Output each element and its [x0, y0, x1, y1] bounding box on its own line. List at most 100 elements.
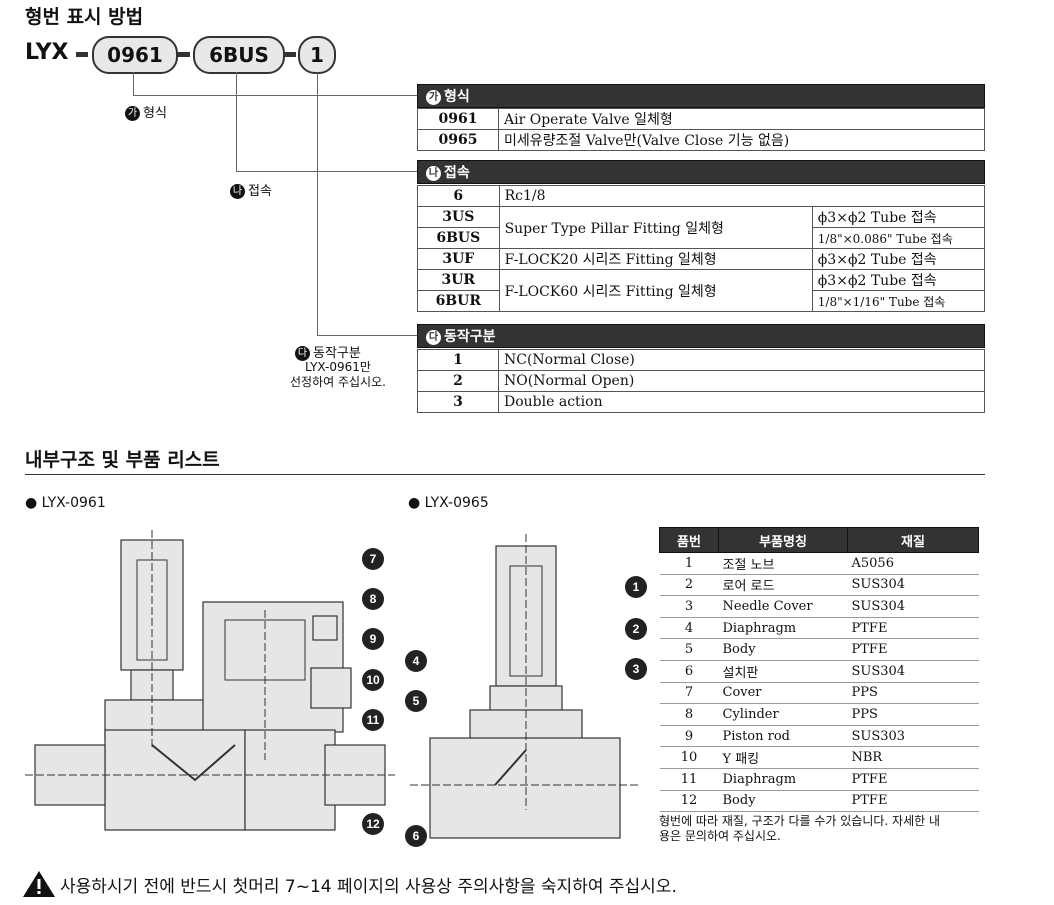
callout-number: 3 [625, 658, 647, 680]
callout-1: 1 [625, 576, 647, 598]
table-row: 6BUR 1/8"×1/16" Tube 접속 [417, 290, 986, 312]
cell: Cylinder [718, 703, 848, 726]
callout-12: 12 [362, 813, 384, 835]
callout-5: 5 [405, 690, 427, 712]
parts-note-line1: 형번에 따라 재질, 구조가 다를 수가 있습니다. 자세한 내 [659, 814, 941, 828]
action-header-text: 동작구분 [444, 329, 496, 345]
cell: 9 [659, 725, 719, 748]
cell: 로어 로드 [718, 574, 848, 597]
code-dash [178, 52, 190, 57]
callout-number: 8 [362, 588, 384, 610]
warning-icon [23, 871, 55, 897]
model-a-label: ● LYX-0961 [25, 495, 106, 511]
cell: Y 패킹 [718, 746, 848, 769]
callout-number: 9 [362, 628, 384, 650]
cell: 0965 [417, 129, 499, 151]
cell: 미세유량조절 Valve만(Valve Close 기능 없음) [498, 129, 985, 151]
col-header: 품번 [659, 527, 719, 553]
cell: ϕ3×ϕ2 Tube 접속 [811, 269, 986, 291]
callout-number: 1 [625, 576, 647, 598]
leader-line [236, 72, 237, 172]
cell: 1 [659, 552, 719, 575]
cell: 5 [659, 638, 719, 661]
cell: 1 [417, 349, 499, 371]
type-header-text: 형식 [444, 89, 470, 105]
callout-6: 6 [405, 825, 427, 847]
warning-line: 사용하시기 전에 반드시 첫머리 7~14 페이지의 사용상 주의사항을 숙지하… [22, 870, 677, 898]
cell: 11 [659, 768, 719, 791]
cell: Rc1/8 [498, 185, 986, 207]
da-icon: 다 [426, 329, 441, 345]
lyx-0961-diagram [25, 530, 395, 831]
cell: 3 [659, 595, 719, 618]
callout-number: 5 [405, 690, 427, 712]
cell: 10 [659, 746, 719, 769]
cell: 6BUR [417, 290, 500, 312]
leader-line [133, 95, 417, 96]
ga-icon: 가 [125, 106, 140, 121]
callout-9: 9 [362, 628, 384, 650]
leader-line [133, 72, 134, 96]
lyx-0965-diagram [410, 534, 640, 839]
col-header: 재질 [847, 527, 979, 553]
callout-7: 7 [362, 548, 384, 570]
cell: 2 [417, 370, 499, 392]
warning-text: 사용하시기 전에 반드시 첫머리 7~14 페이지의 사용상 주의사항을 숙지하… [60, 876, 677, 897]
cell: NBR [847, 746, 979, 769]
section-title-code: 형번 표시 방법 [25, 6, 144, 28]
callout-number: 11 [362, 709, 384, 731]
cell: PPS [847, 682, 979, 705]
cell: Body [718, 638, 848, 661]
parts-note-line2: 용은 문의하여 주십시오. [659, 829, 781, 843]
na-icon: 나 [426, 165, 441, 181]
cell: 2 [659, 574, 719, 597]
divider [25, 474, 985, 475]
cell: ϕ3×ϕ2 Tube 접속 [811, 206, 986, 228]
cell: Diaphragm [718, 617, 848, 640]
cell: Cover [718, 682, 848, 705]
callout-11: 11 [362, 709, 384, 731]
cell: 조절 노브 [718, 552, 848, 575]
leader-line [317, 72, 318, 336]
conn-header-text: 접속 [444, 165, 470, 181]
cell: PTFE [847, 638, 979, 661]
cell: PPS [847, 703, 979, 726]
cell: 1/8"×0.086" Tube 접속 [811, 227, 986, 249]
da-icon: 다 [295, 346, 310, 361]
ga-icon: 가 [426, 89, 441, 105]
cell: SUS304 [847, 595, 979, 618]
cell: 1/8"×1/16" Tube 접속 [811, 290, 986, 312]
cell: Diaphragm [718, 768, 848, 791]
callout-8: 8 [362, 588, 384, 610]
cell: 3UR [417, 269, 500, 291]
cell: 0961 [417, 108, 499, 130]
label-action-text: 동작구분 [313, 346, 361, 361]
cell: PTFE [847, 617, 979, 640]
cell: NO(Normal Open) [498, 370, 985, 392]
cell: 설치판 [718, 660, 848, 683]
cell: PTFE [847, 790, 979, 813]
cell: ϕ3×ϕ2 Tube 접속 [811, 248, 986, 270]
code-dash [76, 52, 88, 57]
cell: Needle Cover [718, 595, 848, 618]
label-type-text: 형식 [143, 106, 167, 121]
action-note: LYX-0961만 선정하여 주십시오. [290, 360, 386, 390]
cell: SUS303 [847, 725, 979, 748]
cell: 3UF [417, 248, 500, 270]
